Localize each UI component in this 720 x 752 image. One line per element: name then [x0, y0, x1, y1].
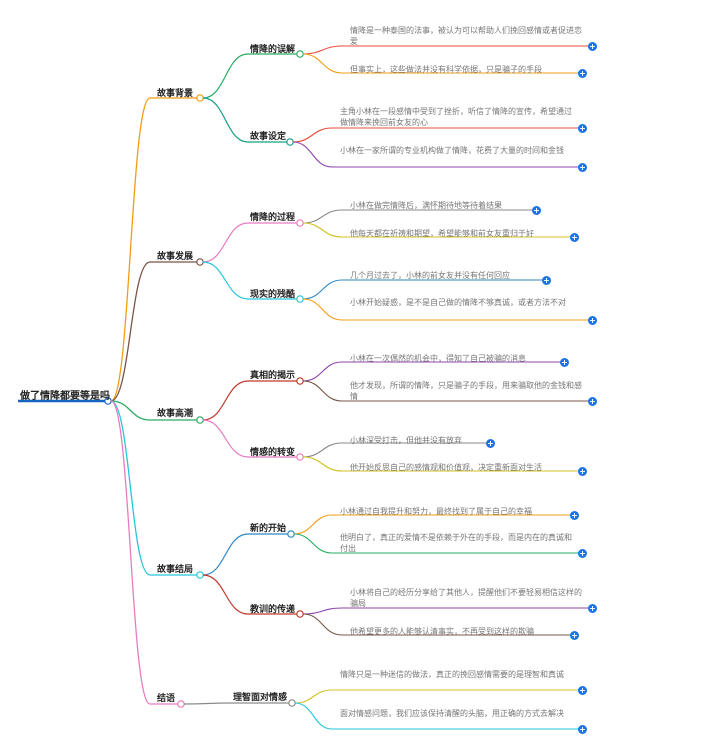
connector-line	[302, 53, 582, 74]
connector-line	[302, 222, 574, 238]
subtopic-node[interactable]: 情降的过程	[250, 213, 296, 223]
connector-line	[110, 400, 200, 421]
connector-line	[202, 97, 290, 143]
plus-icon[interactable]: +	[570, 511, 579, 520]
branch-node[interactable]: 结语	[157, 694, 176, 704]
connector-line	[202, 419, 300, 458]
leaf-node[interactable]: 主角小林在一段感情中受到了挫折，听信了情降的宣传，希望通过做情降来挽回前女友的心	[340, 107, 572, 127]
collapse-toggle[interactable]	[296, 219, 304, 227]
connector-line	[302, 209, 536, 224]
leaf-node[interactable]: 情降是一种泰国的法事，被认为可以帮助人们挽回感情或者促进恋爱	[350, 26, 582, 46]
subtopic-node[interactable]: 情感的转变	[250, 448, 296, 458]
plus-icon[interactable]: +	[588, 397, 597, 406]
plus-icon[interactable]: +	[578, 124, 587, 133]
connector-line	[302, 442, 490, 458]
connector-line	[302, 361, 564, 382]
leaf-node[interactable]: 小林将自己的经历分享给了其他人，提醒他们不要轻易相信这样的骗局	[350, 588, 582, 608]
plus-icon[interactable]: +	[588, 42, 597, 51]
collapse-toggle[interactable]	[296, 610, 304, 618]
leaf-node[interactable]: 情降只是一种迷信的做法，真正的挽回感情需要的是理智和真诚	[340, 670, 564, 679]
subtopic-node[interactable]: 新的开始	[250, 524, 287, 534]
connector-line	[202, 222, 300, 263]
leaf-node[interactable]: 小林通过自我提升和努力，最终找到了属于自己的幸福	[340, 507, 532, 516]
leaf-node[interactable]: 小林深受打击，但他并没有放弃	[350, 436, 462, 445]
leaf-node[interactable]: 小林在一家所谓的专业机构做了情降，花费了大量的时间和金钱	[340, 146, 564, 155]
connector-line	[292, 141, 582, 168]
collapse-toggle[interactable]	[287, 530, 295, 538]
leaf-node[interactable]: 他开始反思自己的感情观和价值观，决定重新面对生活	[350, 463, 542, 472]
plus-icon[interactable]: +	[570, 631, 579, 640]
leaf-node[interactable]: 他每天都在祈祷和期望，希望能够和前女友重归于好	[350, 229, 534, 238]
connector-line	[302, 456, 582, 472]
plus-icon[interactable]: +	[578, 549, 587, 558]
leaf-node[interactable]: 小林开始疑惑，是不是自己做的情降不够真诚，或者方法不对	[350, 298, 566, 307]
connector-line	[294, 702, 582, 730]
leaf-node[interactable]: 小林在一次偶然的机会中，得知了自己被骗的消息	[350, 354, 526, 363]
collapse-toggle[interactable]	[196, 416, 204, 424]
connector-line	[302, 45, 592, 55]
collapse-toggle[interactable]	[196, 571, 204, 579]
collapse-toggle[interactable]	[196, 258, 204, 266]
connector-line	[110, 400, 181, 705]
leaf-node[interactable]: 他明白了，真正的爱情不是依赖于外在的手段，而是内在的真诚和付出	[340, 533, 572, 553]
branch-node[interactable]: 故事背景	[157, 89, 194, 99]
subtopic-node[interactable]: 理智面对情感	[233, 693, 288, 703]
connector-line	[202, 53, 300, 99]
collapse-toggle[interactable]	[177, 700, 185, 708]
leaf-node[interactable]: 面对情感问题，我们应该保持清醒的头脑，用正确的方式去解决	[340, 709, 564, 718]
plus-icon[interactable]: +	[542, 276, 551, 285]
leaf-node[interactable]: 但事实上，这些做法并没有科学依据，只是骗子的手段	[350, 65, 542, 74]
connector-line	[302, 380, 592, 402]
branch-node[interactable]: 故事发展	[157, 252, 194, 262]
connector-line	[110, 97, 200, 402]
subtopic-node[interactable]: 故事设定	[250, 132, 287, 142]
plus-icon[interactable]: +	[578, 69, 587, 78]
leaf-node[interactable]: 小林在做完情降后，满怀期待地等待着结果	[350, 201, 502, 210]
connector-line	[183, 702, 292, 705]
connector-line	[292, 127, 582, 143]
connector-line	[294, 689, 582, 704]
plus-icon[interactable]: +	[532, 206, 541, 215]
collapse-toggle[interactable]	[288, 699, 296, 707]
collapse-toggle[interactable]	[196, 94, 204, 102]
subtopic-node[interactable]: 情降的误解	[250, 45, 296, 55]
connector-line	[110, 400, 200, 576]
collapse-toggle[interactable]	[296, 377, 304, 385]
connector-line	[302, 613, 574, 636]
connector-line	[293, 514, 574, 535]
subtopic-node[interactable]: 现实的残酷	[250, 290, 296, 300]
connector-line	[202, 380, 300, 421]
connector-line	[202, 261, 300, 300]
leaf-node[interactable]: 他才发现，所谓的情降，只是骗子的手段，用来骗取他的金钱和感情	[350, 381, 582, 401]
plus-icon[interactable]: +	[578, 467, 587, 476]
plus-icon[interactable]: +	[486, 439, 495, 448]
leaf-node[interactable]: 他希望更多的人能够认清事实，不再受到这样的欺骗	[350, 627, 534, 636]
connector-line	[302, 607, 592, 615]
plus-icon[interactable]: +	[588, 316, 597, 325]
plus-icon[interactable]: +	[588, 604, 597, 613]
connector-line	[110, 261, 200, 402]
connector-line	[293, 533, 582, 554]
subtopic-node[interactable]: 教训的传递	[250, 605, 296, 615]
plus-icon[interactable]: +	[578, 725, 587, 734]
plus-icon[interactable]: +	[578, 163, 587, 172]
leaf-node[interactable]: 几个月过去了，小林的前女友并没有任何回应	[350, 271, 510, 280]
branch-node[interactable]: 故事高潮	[157, 409, 194, 419]
collapse-toggle[interactable]	[296, 295, 304, 303]
plus-icon[interactable]: +	[578, 686, 587, 695]
collapse-toggle[interactable]	[296, 50, 304, 58]
subtopic-node[interactable]: 真相的揭示	[250, 371, 296, 381]
root-node[interactable]: 做了情降都要等是吗	[20, 391, 110, 402]
connector-line	[202, 574, 300, 615]
connector-line	[302, 298, 592, 321]
collapse-toggle[interactable]	[286, 138, 294, 146]
connector-line	[202, 533, 291, 576]
plus-icon[interactable]: +	[570, 233, 579, 242]
connector-line	[302, 279, 546, 300]
plus-icon[interactable]: +	[560, 358, 569, 367]
collapse-toggle[interactable]	[296, 453, 304, 461]
branch-node[interactable]: 故事结局	[157, 565, 194, 575]
